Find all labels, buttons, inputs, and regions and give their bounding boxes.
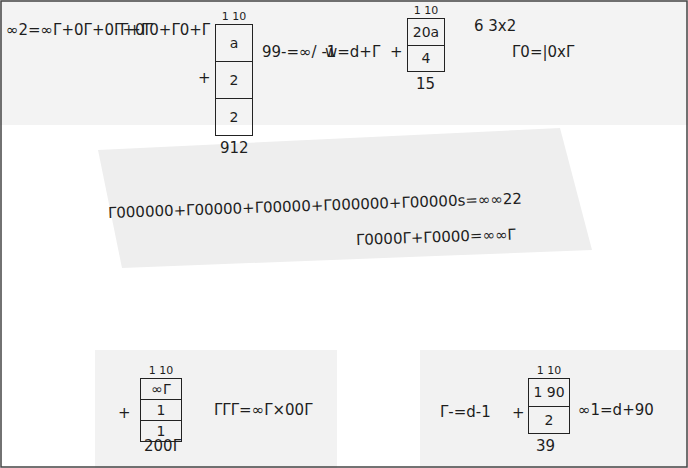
handwritten-equation: 200Γ [144, 438, 181, 455]
handwritten-equation: Γ-=d-1 [440, 404, 491, 421]
digit-cell: 2 [216, 61, 252, 98]
digit-cell: a [216, 25, 252, 61]
handwritten-equation: Γ0=|0xΓ [512, 44, 574, 61]
carry-heading: 1 10 [141, 364, 181, 377]
handwritten-equation: + [512, 405, 525, 422]
handwritten-equation: + [118, 405, 131, 422]
digit-cell: ∞Γ [141, 379, 181, 399]
digit-cell: 4 [408, 45, 444, 72]
column-addition-box: 1 10∞Γ11 [140, 378, 182, 442]
digit-cell: 2 [216, 98, 252, 135]
handwritten-equation: ΓΓΓ=∞Γ×00Γ [214, 402, 313, 419]
bottom-right-panel [420, 350, 688, 468]
handwritten-equation: 912 [220, 140, 249, 157]
digit-cell: 2 [529, 406, 569, 434]
carry-heading: 1 10 [408, 4, 444, 17]
bottom-left-panel [95, 350, 337, 468]
handwritten-equation: w=d+Γ [325, 44, 380, 61]
column-addition-box: 1 1020a4 [407, 18, 445, 72]
handwritten-equation: 15 [416, 76, 435, 93]
handwritten-equation: Γ+Γ0+Γ0+Γ [120, 22, 210, 39]
handwritten-equation: + [390, 44, 403, 61]
digit-cell: 20a [408, 19, 444, 45]
column-addition-box: 1 101 902 [528, 378, 570, 434]
column-addition-box: 1 10a22 [215, 24, 253, 136]
handwritten-equation: Γ0000Γ+Γ0000=∞∞Γ [356, 226, 516, 248]
handwritten-equation: ∞1=d+90 [578, 402, 654, 419]
carry-heading: 1 10 [216, 10, 252, 23]
tilted-panel [98, 128, 592, 268]
top-strip [0, 0, 688, 125]
carry-heading: 1 10 [529, 364, 569, 377]
handwritten-equation: 6 3x2 [474, 18, 516, 35]
handwritten-equation: + [198, 70, 211, 87]
digit-cell: 1 90 [529, 379, 569, 406]
digit-cell: 1 [141, 399, 181, 420]
handwritten-equation: 39 [536, 438, 555, 455]
handwritten-equation: Γ000000+Γ00000+Γ00000+Γ000000+Γ00000s=∞∞… [108, 191, 523, 222]
